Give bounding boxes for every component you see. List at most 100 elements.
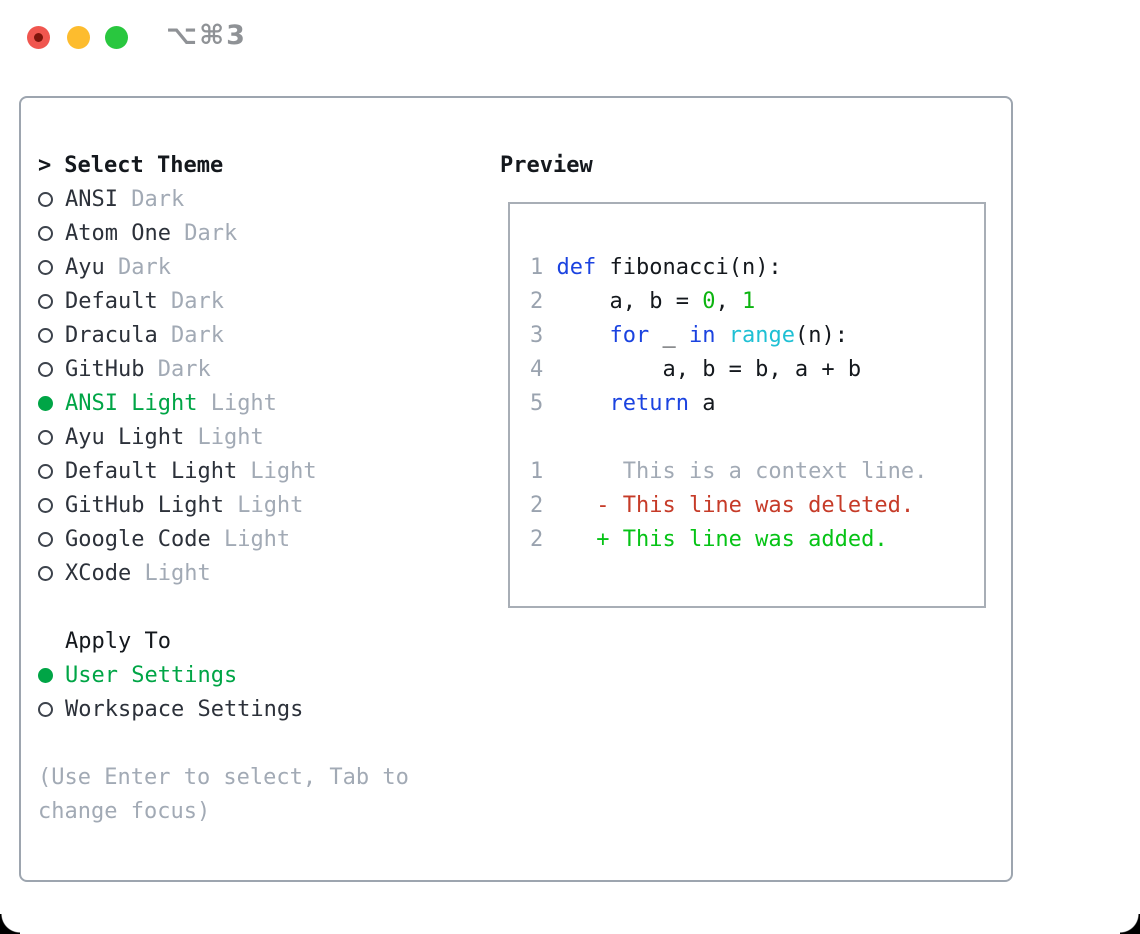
theme-option-github[interactable]: GitHub Dark — [38, 352, 409, 386]
theme-variant: Light — [210, 526, 291, 552]
spacer — [38, 590, 409, 624]
hint-text: (Use Enter to select, Tab to change focu… — [38, 760, 409, 828]
theme-option-default-light[interactable]: Default Light Light — [38, 454, 409, 488]
code-token: def — [556, 255, 597, 280]
radio-icon — [38, 327, 53, 343]
theme-name: Dracula — [65, 322, 158, 348]
hint-line-1: (Use Enter to select, Tab to — [38, 764, 409, 790]
code-token: 0 — [702, 289, 716, 314]
theme-name: Ayu Light — [65, 424, 185, 450]
theme-name: ANSI — [65, 186, 118, 212]
minimize-button[interactable] — [67, 26, 90, 49]
code-token: a — [688, 391, 716, 416]
theme-name: GitHub Light — [65, 492, 224, 518]
theme-variant: Dark — [104, 254, 171, 280]
theme-variant: Light — [184, 424, 264, 450]
code-token — [715, 323, 728, 348]
radio-icon — [38, 565, 53, 581]
radio-icon — [38, 225, 53, 241]
apply-option-label: Workspace Settings — [65, 696, 304, 722]
diff-preview: 1 This is a context line.2 - This line w… — [530, 455, 984, 557]
theme-variant: Light — [223, 492, 304, 518]
theme-option-default[interactable]: Default Dark — [38, 284, 409, 318]
theme-name: GitHub — [65, 356, 145, 382]
diff-line: 2 - This line was deleted. — [530, 489, 984, 523]
hint-line-2: change focus) — [38, 798, 211, 824]
line-number: 3 — [530, 323, 544, 348]
theme-name: XCode — [65, 560, 132, 586]
radio-icon — [38, 701, 53, 717]
theme-option-ansi-light[interactable]: ANSI Light Light — [38, 386, 409, 420]
spacer — [38, 726, 409, 760]
select-theme-title: > Select Theme — [38, 148, 409, 182]
radio-selected-icon — [38, 395, 53, 411]
line-number: 2 — [530, 527, 544, 552]
theme-variant: Dark — [144, 356, 211, 382]
theme-variant: Dark — [157, 288, 224, 314]
code-line: 1 def fibonacci(n): — [530, 251, 984, 285]
diff-line: 1 This is a context line. — [530, 455, 984, 489]
radio-icon — [38, 429, 53, 445]
theme-option-ansi[interactable]: ANSI Dark — [38, 182, 409, 216]
code-token: 1 — [741, 289, 756, 314]
theme-variant: Light — [131, 560, 211, 586]
radio-icon — [38, 531, 53, 547]
theme-option-dracula[interactable]: Dracula Dark — [38, 318, 409, 352]
apply-to-title: Apply To — [65, 628, 171, 654]
radio-icon — [38, 463, 53, 479]
radio-icon — [38, 497, 53, 513]
window-shortcut-label: ⌥⌘3 — [166, 20, 247, 51]
theme-variant: Light — [237, 458, 317, 484]
apply-option-user-settings[interactable]: User Settings — [38, 658, 409, 692]
theme-option-xcode[interactable]: XCode Light — [38, 556, 409, 590]
theme-option-github-light[interactable]: GitHub Light Light — [38, 488, 409, 522]
line-number: 1 — [530, 459, 544, 484]
code-token: a, b = b, a + b — [543, 357, 862, 382]
code-token: (n): — [794, 323, 848, 348]
theme-name: Atom One — [65, 220, 171, 246]
line-number: 2 — [530, 289, 544, 314]
radio-icon — [38, 191, 53, 207]
code-token — [543, 323, 609, 348]
zoom-button[interactable] — [105, 26, 128, 49]
diff-text: + This line was added. — [543, 527, 888, 552]
theme-variant: Dark — [170, 220, 238, 246]
window-corner-bottom-right — [1120, 914, 1140, 934]
theme-option-google-code[interactable]: Google Code Light — [38, 522, 409, 556]
code-token — [543, 391, 609, 416]
diff-text: This is a context line. — [543, 459, 928, 484]
preview-title: Preview — [500, 152, 593, 178]
code-line: 2 a, b = 0, 1 — [530, 285, 984, 319]
code-line: 3 for _ in range(n): — [530, 319, 984, 353]
theme-variant: Dark — [117, 186, 185, 212]
radio-icon — [38, 361, 53, 377]
theme-name: Ayu — [65, 254, 105, 280]
code-token: a, b = — [543, 289, 703, 314]
theme-name: Default Light — [65, 458, 238, 484]
diff-line: 2 + This line was added. — [530, 523, 984, 557]
close-button[interactable] — [27, 26, 50, 49]
theme-option-atom-one[interactable]: Atom One Dark — [38, 216, 409, 250]
theme-name: Google Code — [65, 526, 211, 552]
code-token — [543, 255, 556, 280]
code-token: , — [715, 289, 742, 314]
theme-option-ayu[interactable]: Ayu Dark — [38, 250, 409, 284]
code-token: range — [728, 323, 795, 348]
line-number: 5 — [530, 391, 544, 416]
theme-name: ANSI Light — [65, 390, 198, 416]
code-token: for — [609, 323, 650, 348]
apply-option-label: User Settings — [65, 662, 238, 688]
apply-option-workspace-settings[interactable]: Workspace Settings — [38, 692, 409, 726]
theme-variant: Light — [197, 390, 277, 416]
window-corner-bottom-left — [0, 914, 20, 934]
radio-icon — [38, 259, 53, 275]
theme-option-ayu-light[interactable]: Ayu Light Light — [38, 420, 409, 454]
line-number: 1 — [530, 255, 544, 280]
line-number: 4 — [530, 357, 544, 382]
